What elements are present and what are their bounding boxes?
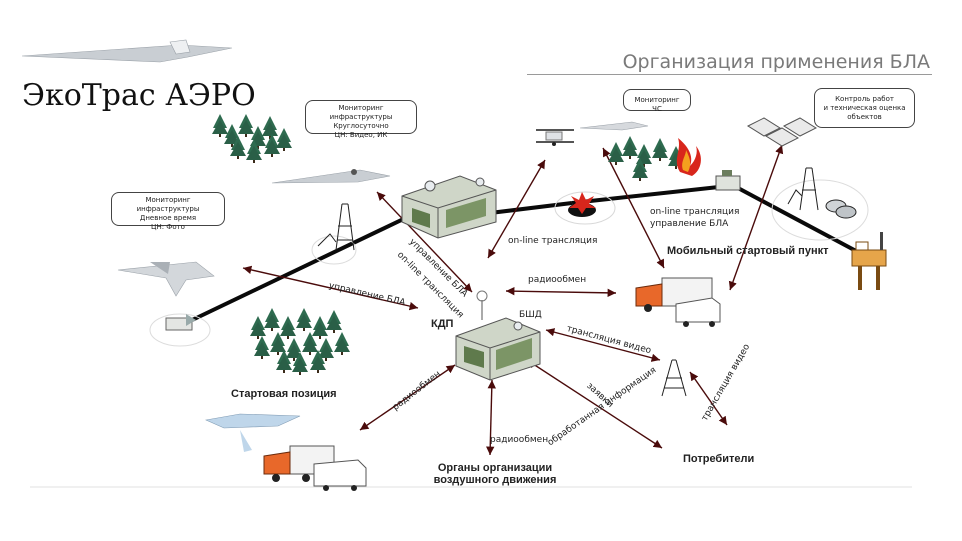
title-divider xyxy=(527,74,932,75)
ground-station-left-icon xyxy=(149,313,211,347)
callout-text: Дневное время xyxy=(139,214,197,222)
solar-panels-icon xyxy=(746,117,818,147)
callout-text: ЦН: Фото xyxy=(151,223,185,231)
label-mobile-launch-point: Мобильный стартовый пункт xyxy=(667,245,829,257)
fire-icon xyxy=(676,138,701,176)
label-kdp: КДП xyxy=(431,318,454,330)
radio-tower-icon xyxy=(661,359,687,397)
uav-day-icon xyxy=(117,261,215,297)
start-truck-icon xyxy=(263,445,367,491)
ground-station-right-icon xyxy=(715,170,741,191)
incident-hotspot-icon xyxy=(554,191,616,225)
label-start-position: Стартовая позиция xyxy=(231,388,337,400)
callout-text: Мониторинг ЧС xyxy=(634,96,680,113)
command-center-kdp-icon xyxy=(455,290,541,381)
label-atc-line1: Органы организации xyxy=(437,462,553,474)
callout-emergency: Мониторинг ЧС xyxy=(623,89,691,113)
callout-control-works: Контроль работ и техническая оценка объе… xyxy=(814,88,915,128)
callout-text: Круглосуточно xyxy=(333,122,389,130)
brand-title: ЭкоТрас АЭРО xyxy=(22,78,256,113)
label-control-right: управление БЛА xyxy=(650,219,729,229)
uav-large-top-icon xyxy=(21,39,233,63)
label-online-right: on-line трансляция xyxy=(650,207,740,217)
offshore-platform-icon xyxy=(851,232,887,290)
label-consumers: Потребители xyxy=(683,453,755,465)
callout-text: объектов xyxy=(847,113,882,121)
label-radio-top: радиообмен xyxy=(528,275,587,285)
mobile-truck-icon xyxy=(635,277,721,327)
label-atc-line2: воздушного движения xyxy=(433,474,557,486)
callout-text: Мониторинг инфраструктуры xyxy=(136,196,200,213)
slide-title: Организация применения БЛА xyxy=(622,51,930,73)
command-center-top-icon xyxy=(401,175,497,239)
oil-derrick-right-icon xyxy=(771,167,869,241)
flow-arrows xyxy=(242,144,784,456)
quadcopter-icon xyxy=(536,129,574,146)
callout-text: Мониторинг инфраструктуры xyxy=(329,104,393,121)
uav-emergency-icon xyxy=(579,121,649,131)
oil-derrick-left-icon xyxy=(311,203,357,265)
label-online-top: on-line трансляция xyxy=(508,236,598,246)
callout-text: ЦН: Видео, ИК xyxy=(334,131,388,139)
uav-night-icon xyxy=(271,169,391,184)
label-atc-bodies: Органы организации воздушного движения xyxy=(428,462,562,486)
label-bshd: БШД xyxy=(519,310,542,320)
callout-day-monitoring: Мониторинг инфраструктуры Дневное время … xyxy=(111,192,225,231)
callout-text: Контроль работ xyxy=(835,95,894,103)
tanker-uav-icon xyxy=(204,413,301,452)
callout-text: и техническая оценка xyxy=(823,104,906,112)
callout-night-monitoring: Мониторинг инфраструктуры Круглосуточно … xyxy=(305,100,417,139)
label-radio-bottom: радиообмен xyxy=(490,435,549,445)
